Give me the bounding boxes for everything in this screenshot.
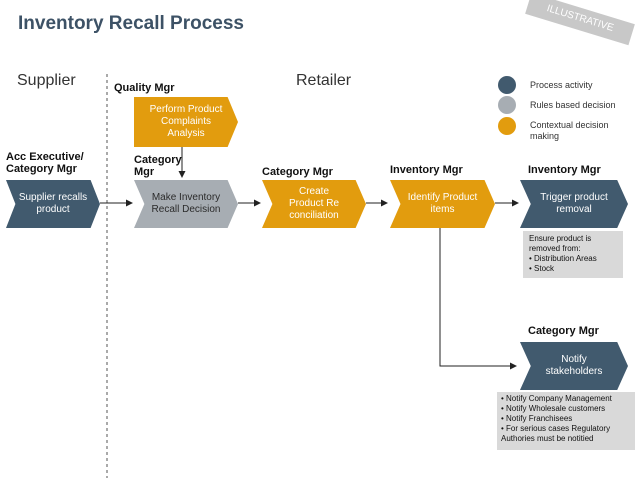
zone-label-supplier: Supplier bbox=[17, 72, 76, 89]
legend-label-rules: Rules based decision bbox=[530, 100, 616, 110]
role-inventory-mgr-identify: Inventory Mgr bbox=[390, 164, 463, 176]
activity-notify-stakeholders[interactable]: Notify stakeholders bbox=[520, 342, 628, 390]
page-title: Inventory Recall Process bbox=[18, 13, 244, 34]
note-removal-locations: Ensure product is removed from: Distribu… bbox=[523, 231, 623, 278]
legend-swatch-process bbox=[498, 76, 516, 94]
activity-perform-analysis[interactable]: Perform Product Complaints Analysis bbox=[134, 97, 238, 147]
zone-label-retailer: Retailer bbox=[296, 72, 352, 89]
role-category-mgr-decision: Category Mgr bbox=[134, 154, 182, 178]
activity-create-reconciliation-label: Create Product Re conciliation bbox=[288, 186, 340, 221]
activity-notify-stakeholders-label: Notify stakeholders bbox=[545, 354, 603, 377]
note-removal-item: Stock bbox=[529, 264, 617, 274]
activity-identify-items[interactable]: Identify Product items bbox=[390, 180, 495, 228]
arrow-identify-to-notify bbox=[439, 228, 517, 370]
legend-label-process: Process activity bbox=[530, 80, 593, 90]
note-notify-item: Notify Franchisees bbox=[501, 414, 631, 424]
activity-supplier-recalls-label: Supplier recalls product bbox=[18, 192, 88, 215]
legend-swatch-rules bbox=[498, 96, 516, 114]
activity-make-decision-label: Make Inventory Recall Decision bbox=[151, 192, 221, 215]
role-acc-executive: Acc Executive/ Category Mgr bbox=[6, 151, 84, 175]
role-quality-mgr: Quality Mgr bbox=[114, 82, 175, 94]
role-category-mgr-notify: Category Mgr bbox=[528, 325, 599, 337]
note-removal-item: Distribution Areas bbox=[529, 254, 617, 264]
legend-swatch-contextual bbox=[498, 117, 516, 135]
activity-make-decision[interactable]: Make Inventory Recall Decision bbox=[134, 180, 238, 228]
note-removal-intro: Ensure product is removed from: bbox=[529, 234, 592, 253]
note-notify-item: Notify Wholesale customers bbox=[501, 404, 631, 414]
activity-supplier-recalls[interactable]: Supplier recalls product bbox=[6, 180, 100, 228]
activity-create-reconciliation[interactable]: Create Product Re conciliation bbox=[262, 180, 366, 228]
role-category-mgr-reconciliation: Category Mgr bbox=[262, 166, 333, 178]
legend-label-contextual: Contextual decision making bbox=[530, 120, 609, 141]
note-notify-list: Notify Company Management Notify Wholesa… bbox=[497, 392, 635, 450]
activity-trigger-removal[interactable]: Trigger product removal bbox=[520, 180, 628, 228]
activity-perform-analysis-label: Perform Product Complaints Analysis bbox=[149, 104, 223, 139]
note-notify-item: For serious cases Regulatory Authories m… bbox=[501, 424, 631, 444]
role-inventory-mgr-trigger: Inventory Mgr bbox=[528, 164, 601, 176]
activity-identify-items-label: Identify Product items bbox=[407, 192, 478, 215]
note-notify-item: Notify Company Management bbox=[501, 394, 631, 404]
activity-trigger-removal-label: Trigger product removal bbox=[540, 192, 608, 215]
